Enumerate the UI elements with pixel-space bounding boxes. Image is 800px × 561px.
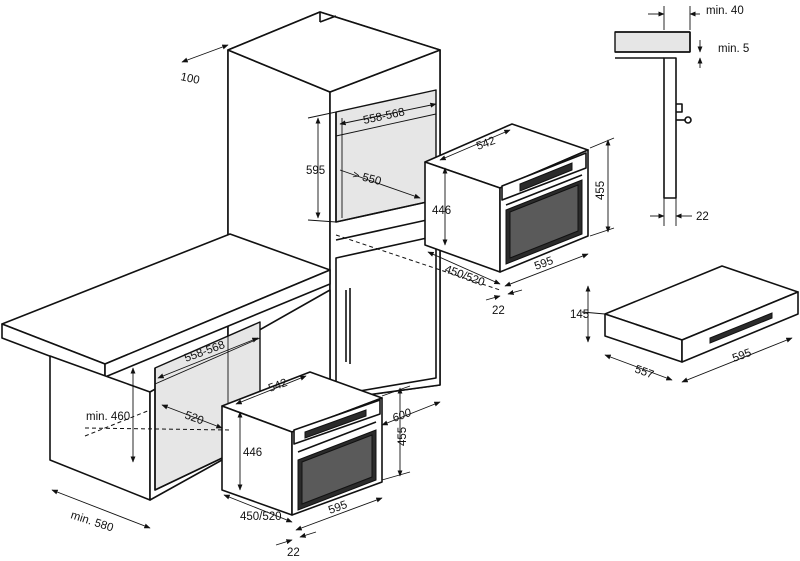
label-lower-oven-depth: 446 — [243, 447, 262, 459]
upper-oven — [424, 123, 589, 273]
label-cabinet-top-depth: 100 — [179, 71, 200, 87]
label-lower-oven-front-offset: 22 — [287, 547, 300, 559]
label-drawer-height: 145 — [570, 309, 589, 321]
label-worktop-depth: min. 580 — [69, 509, 115, 534]
label-upper-oven-depth: 446 — [432, 205, 451, 217]
label-column-depth: 600 — [391, 407, 414, 425]
label-detail-side-clearance: min. 5 — [718, 43, 749, 55]
label-lower-oven-height: 455 — [397, 427, 409, 446]
label-detail-door-offset: 22 — [696, 211, 709, 223]
label-upper-oven-front-offset: 22 — [492, 305, 505, 317]
label-upper-oven-height: 455 — [595, 181, 607, 200]
label-lower-niche-height: min. 460 — [86, 411, 130, 423]
label-drawer-depth: 557 — [633, 364, 655, 382]
dimension-lines — [51, 6, 793, 546]
label-upper-niche-height: 595 — [306, 165, 325, 177]
label-drawer-width: 595 — [731, 347, 753, 365]
door-section-detail — [614, 31, 692, 199]
label-lower-oven-side: 450/520 — [240, 511, 282, 523]
label-detail-top-clearance: min. 40 — [706, 5, 744, 17]
label-upper-oven-side: 450/520 — [443, 264, 486, 289]
